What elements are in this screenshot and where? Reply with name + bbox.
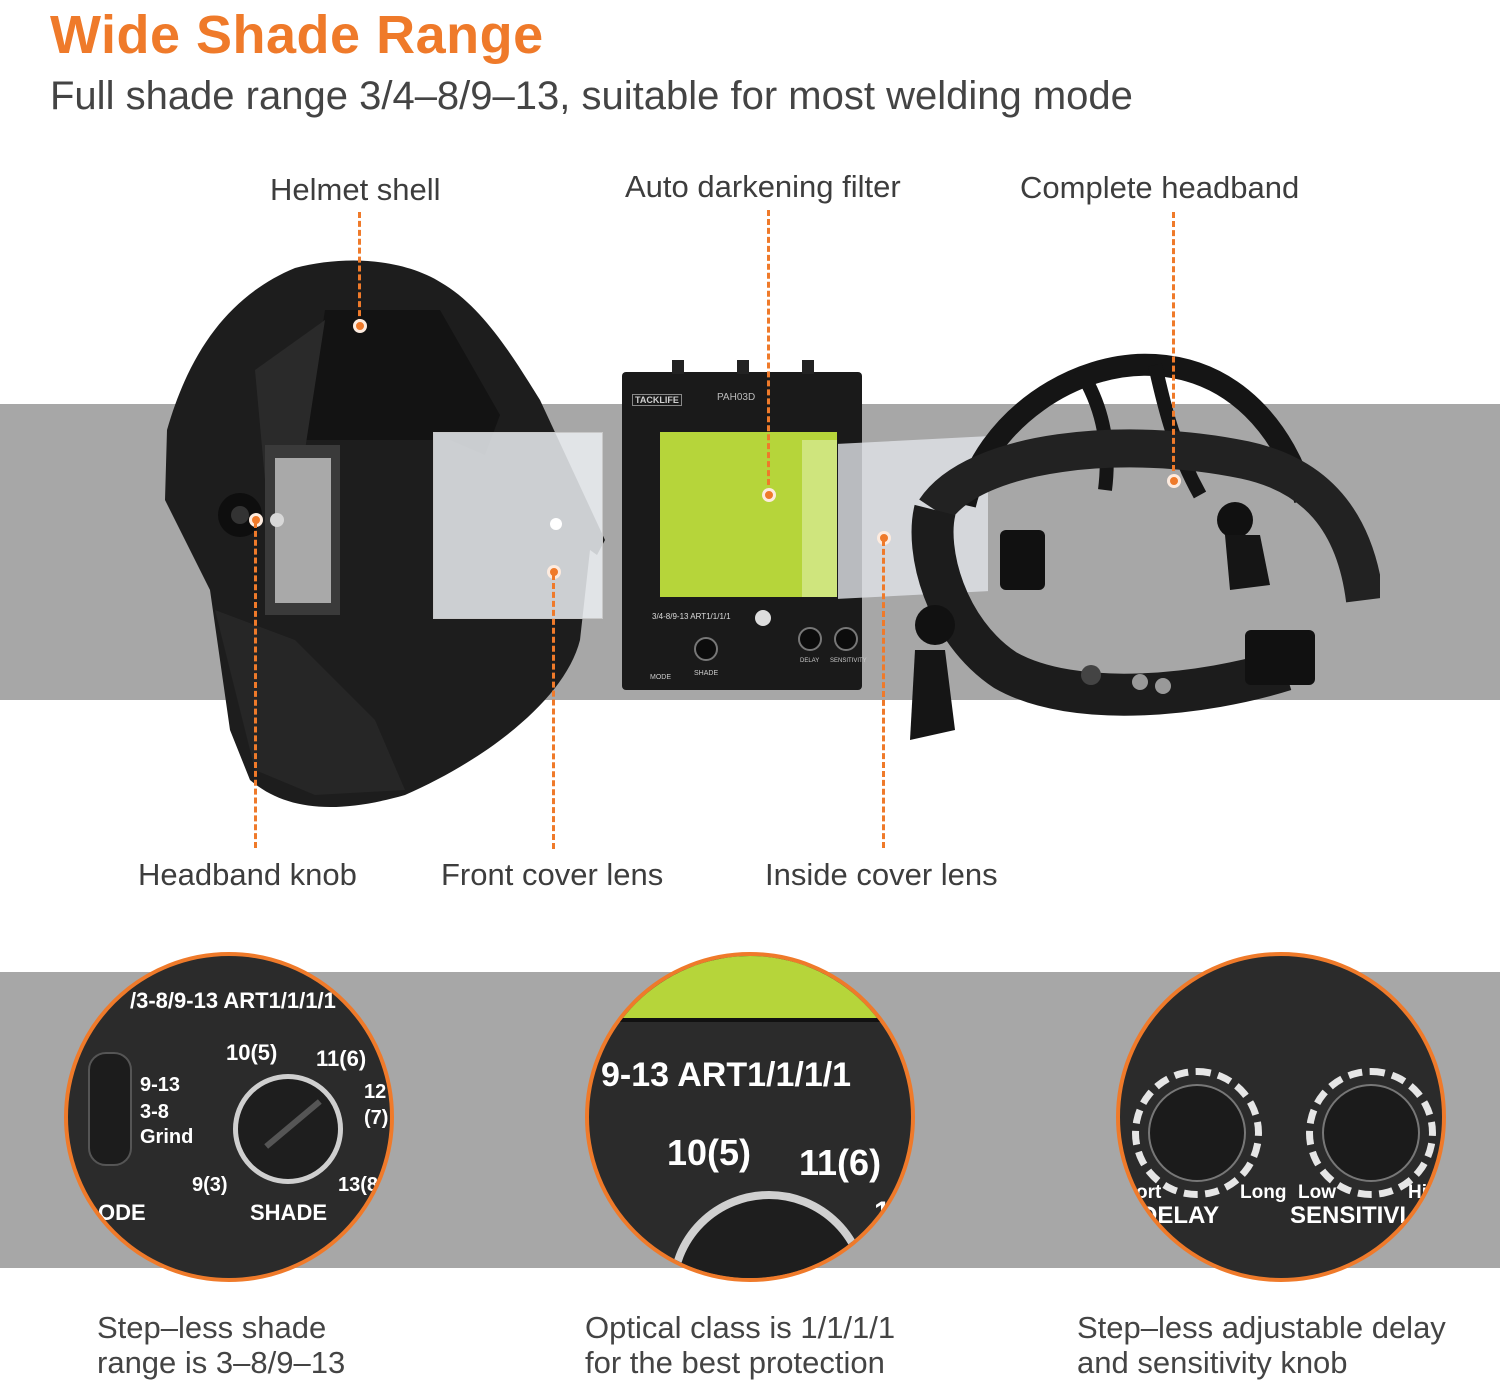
callout-dot-auto-darkening-filter <box>762 488 776 502</box>
mode-switch <box>88 1052 132 1166</box>
helmet-shell-image <box>165 260 605 807</box>
zoom-mid-dial <box>669 1191 869 1278</box>
zoom-mid-green-lens <box>589 956 911 1018</box>
callout-line-headband-knob <box>254 522 257 848</box>
label-inside-cover-lens: Inside cover lens <box>765 857 998 892</box>
dial-mark-11-6: 11(6) <box>316 1046 367 1071</box>
zoom-mid-class-text: 9-13 ART1/1/1/1 <box>601 1056 852 1094</box>
filter-sensitivity-knob <box>834 627 858 651</box>
callout-dot-helmet-shell <box>353 319 367 333</box>
page-title: Wide Shade Range <box>50 5 544 65</box>
delay-dial-knob <box>1148 1084 1246 1182</box>
zoom-mid-mark-11-6: 11(6) <box>799 1142 882 1183</box>
zoom-mid-mark-10-5: 10(5) <box>667 1132 752 1173</box>
filter-model: PAH03D <box>717 392 756 403</box>
label-complete-headband: Complete headband <box>1020 170 1300 205</box>
zoom-circle-optical-class: 9-13 ART1/1/1/1 10(5) 11(6) 1 <box>585 952 915 1282</box>
caption-delay-line-2: and sensitivity knob <box>1077 1345 1348 1380</box>
auto-darkening-filter-image: TACKLIFE PAH03D 3/4-8/9-13 ART1/1/1/1 MO… <box>622 360 867 690</box>
dial-mark-7: (7) <box>364 1107 389 1129</box>
filter-brand: TACKLIFE <box>632 394 682 406</box>
caption-optical-line-1: Optical class is 1/1/1/1 <box>585 1310 896 1345</box>
mode-option-grind: Grind <box>140 1126 194 1148</box>
zoom-circle-delay-sensitivity: ort Long Low Hi DELAY SENSITIVI <box>1116 952 1446 1282</box>
filter-top-tab-3 <box>802 360 814 374</box>
zoom-mid-frame-edge <box>589 1018 911 1022</box>
front-cover-lens-hole <box>550 518 562 530</box>
filter-delay-knob <box>798 627 822 651</box>
sensitivity-low-label: Low <box>1298 1182 1336 1203</box>
callout-line-inside-cover-lens <box>882 540 885 848</box>
sensitivity-dial-knob <box>1322 1084 1420 1182</box>
caption-shade-line-2: range is 3–8/9–13 <box>97 1345 346 1380</box>
filter-shade-knob <box>694 637 718 661</box>
filter-mode-label: MODE <box>650 674 671 681</box>
delay-long-label: Long <box>1240 1182 1287 1203</box>
filter-sensitivity-label: SENSITIVITY <box>830 658 867 664</box>
zoom-left-mode-label: ODE <box>98 1200 146 1225</box>
label-auto-darkening-filter: Auto darkening filter <box>625 169 901 204</box>
filter-test-button <box>755 610 771 626</box>
mode-option-3-8: 3-8 <box>140 1101 169 1123</box>
delay-label: DELAY <box>1140 1202 1220 1229</box>
mode-option-9-13: 9-13 <box>140 1074 181 1096</box>
callout-line-front-cover-lens <box>552 574 555 849</box>
sensitivity-high-label: Hi <box>1408 1182 1427 1203</box>
label-helmet-shell: Helmet shell <box>270 172 441 207</box>
front-cover-lens-image <box>433 432 603 619</box>
filter-delay-label: DELAY <box>800 658 820 664</box>
caption-optical-line-2: for the best protection <box>585 1345 885 1380</box>
dial-mark-12: 12 <box>364 1081 387 1103</box>
zoom-left-top-text: /3-8/9-13 ART1/1/1/1 <box>130 988 336 1013</box>
caption-delay-line-1: Step–less adjustable delay <box>1077 1310 1446 1345</box>
callout-line-helmet-shell <box>358 212 361 325</box>
callout-line-auto-darkening-filter <box>767 210 770 494</box>
delay-short-label: ort <box>1136 1182 1162 1203</box>
headband-image <box>910 353 1380 740</box>
filter-top-tab-2 <box>737 360 749 374</box>
filter-shade-label: SHADE <box>694 670 719 677</box>
dial-mark-10-5: 10(5) <box>226 1040 278 1065</box>
label-headband-knob: Headband knob <box>138 857 357 892</box>
sensitivity-dial <box>1306 1068 1436 1198</box>
dial-mark-9-3: 9(3) <box>192 1174 228 1196</box>
zoom-mid-mark-1: 1 <box>874 1196 891 1229</box>
callout-dot-complete-headband <box>1167 474 1181 488</box>
zoom-left-shade-label: SHADE <box>250 1200 328 1225</box>
dial-mark-13-8: 13(8 <box>338 1174 379 1196</box>
page-subtitle: Full shade range 3/4–8/9–13, suitable fo… <box>50 74 1133 118</box>
label-front-cover-lens: Front cover lens <box>441 857 664 892</box>
filter-viewing-window-highlight <box>802 440 837 597</box>
zoom-circle-shade: /3-8/9-13 ART1/1/1/1 9-13 3-8 Grind 10(5… <box>64 952 394 1282</box>
delay-dial <box>1132 1068 1262 1198</box>
callout-line-complete-headband <box>1172 212 1175 480</box>
filter-top-tab-1 <box>672 360 684 374</box>
sensitivity-label: SENSITIVI <box>1290 1202 1407 1229</box>
caption-shade-line-1: Step–less shade <box>97 1310 327 1345</box>
filter-class-line: 3/4-8/9-13 ART1/1/1/1 <box>652 612 731 621</box>
